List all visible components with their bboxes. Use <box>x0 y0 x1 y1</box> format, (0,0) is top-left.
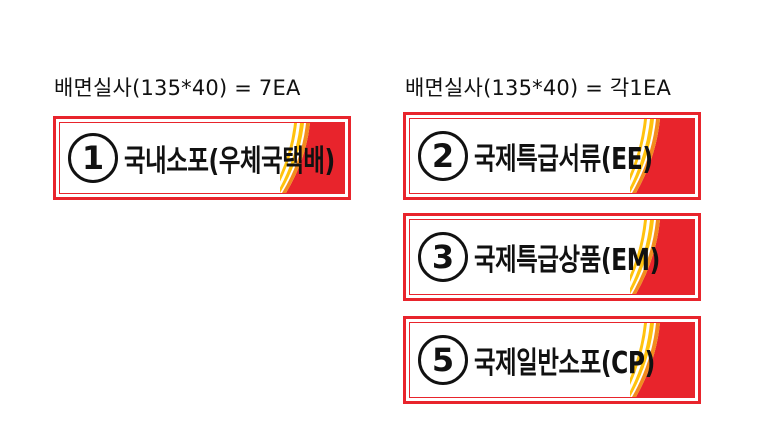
label-text: 국제특급상품(EM) <box>474 243 660 278</box>
right-spec-text: 배면실사(135*40) = 각1EA <box>405 76 672 100</box>
number-badge: 5 <box>418 335 468 385</box>
label-inner-frame: 2 국제특급서류(EE) <box>409 118 695 194</box>
label-inner-frame: 5 국제일반소포(CP) <box>409 322 695 398</box>
stripe-decoration <box>630 220 694 294</box>
left-spec-text: 배면실사(135*40) = 7EA <box>54 76 301 100</box>
label-inner-frame: 1 국내소포(우체국택배) <box>59 122 345 194</box>
stripe-decoration <box>280 123 344 193</box>
number-badge: 2 <box>418 131 468 181</box>
label-text: 국제특급서류(EE) <box>474 142 653 177</box>
label-text: 국내소포(우체국택배) <box>124 144 335 179</box>
label-inner-frame: 3 국제특급상품(EM) <box>409 219 695 295</box>
label-text: 국제일반소포(CP) <box>474 346 655 381</box>
number-badge: 3 <box>418 232 468 282</box>
stripe-decoration <box>630 323 694 397</box>
label-international-express-documents: 2 국제특급서류(EE) <box>403 112 701 200</box>
label-international-standard-parcel: 5 국제일반소포(CP) <box>403 316 701 404</box>
label-domestic-parcel: 1 국내소포(우체국택배) <box>53 116 351 200</box>
label-international-express-goods: 3 국제특급상품(EM) <box>403 213 701 301</box>
number-badge: 1 <box>68 133 118 183</box>
stripe-decoration <box>630 119 694 193</box>
